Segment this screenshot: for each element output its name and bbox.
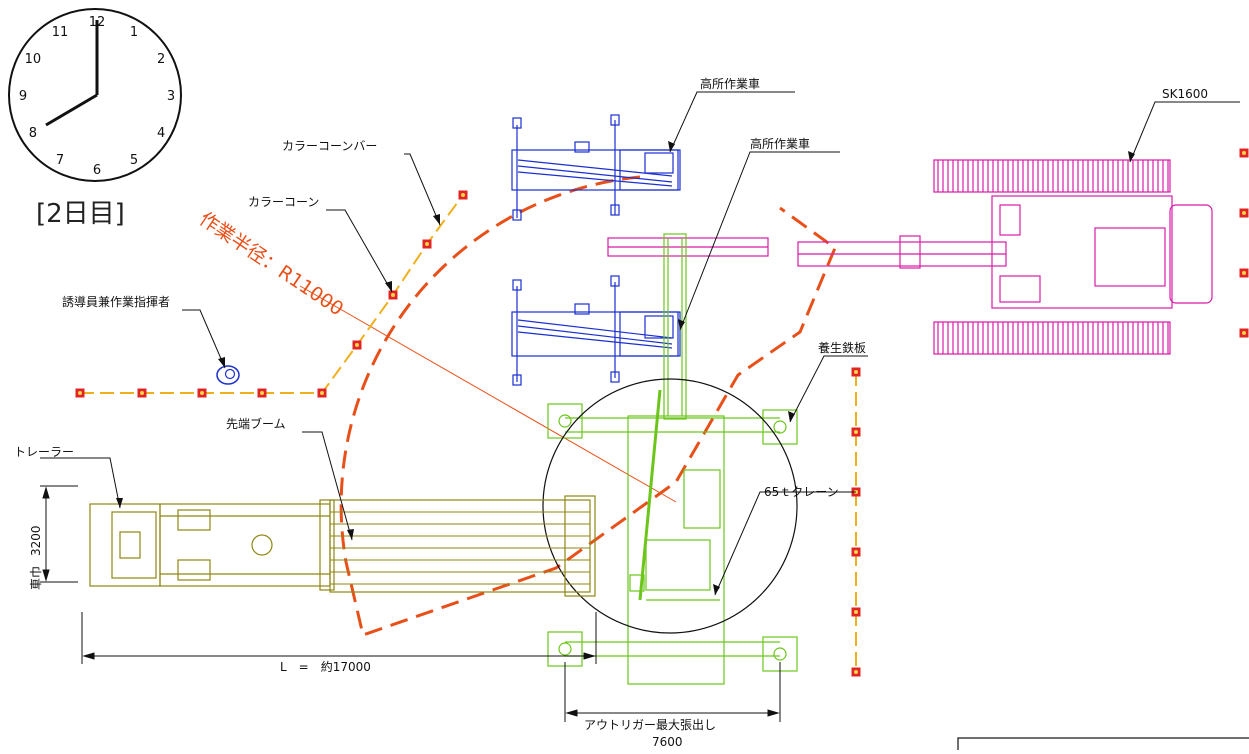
clock-number: 7 — [56, 153, 64, 168]
vehicle-width-dimension — [40, 485, 78, 583]
aerial-truck-2-label: 高所作業車 — [750, 136, 810, 151]
aerial-truck-1 — [511, 114, 681, 221]
aerial-truck-2 — [511, 275, 681, 386]
traffic-cone-icon — [851, 667, 861, 677]
traffic-cone-icon — [1239, 208, 1249, 218]
traffic-cone-icon — [317, 388, 327, 398]
traffic-cone-icon — [352, 340, 362, 350]
traffic-cone-icon — [1239, 328, 1249, 338]
day-label: [2日目] — [36, 199, 125, 229]
title-block-frame — [957, 737, 1249, 754]
clock-number: 1 — [130, 25, 138, 40]
traffic-cone-icon — [388, 290, 398, 300]
clock-number: 8 — [29, 126, 37, 141]
cone-bar-line — [80, 194, 464, 394]
clock-number: 5 — [130, 153, 138, 168]
tip-boom — [329, 495, 596, 597]
clock-numbers: 121234567891011 — [19, 15, 175, 178]
crane-swing-circle — [542, 378, 798, 634]
clock-number: 9 — [19, 89, 27, 104]
trailer-vehicle — [89, 499, 335, 591]
clock-number: 4 — [157, 126, 165, 141]
radius-arc — [339, 175, 837, 637]
cone-barrier-right — [851, 367, 861, 677]
leader-arrowheads — [116, 141, 1135, 595]
traffic-cone-icon — [422, 239, 432, 249]
vehicle-width-value: 3200 — [29, 525, 43, 556]
clock-number: 3 — [167, 89, 175, 104]
steel-plate-label: 養生鉄板 — [818, 340, 866, 355]
traffic-cone-icon — [851, 607, 861, 617]
clock-number: 6 — [93, 163, 101, 178]
color-cone-label: カラーコーン — [248, 195, 319, 209]
clock-number: 10 — [25, 52, 42, 67]
crane-65t — [547, 233, 798, 685]
clock-hour-hand — [45, 93, 98, 127]
aerial-truck-1-label: 高所作業車 — [700, 76, 760, 91]
cones-right — [851, 367, 861, 677]
cones-edge — [1239, 148, 1249, 338]
guide-person-icon — [216, 365, 240, 385]
traffic-cone-icon — [458, 190, 468, 200]
trailer-length-dimension — [81, 612, 597, 664]
trailer-label: トレーラー — [14, 445, 74, 459]
outrigger-dimension — [564, 662, 781, 722]
tip-boom-label: 先端ブーム — [226, 416, 286, 431]
guide-director-label: 誘導員兼作業指揮者 — [62, 294, 170, 309]
outrigger-value: 7600 — [652, 735, 683, 749]
traffic-cone-icon — [75, 388, 85, 398]
traffic-cone-icon — [257, 388, 267, 398]
color-cone-bar-label: カラーコーンバー — [282, 139, 377, 153]
traffic-cone-icon — [1239, 148, 1249, 158]
cone-barrier-left — [75, 190, 468, 398]
trailer-length-label: L = 約17000 — [280, 659, 371, 674]
traffic-cone-icon — [137, 388, 147, 398]
traffic-cone-icon — [851, 427, 861, 437]
vehicle-width-label: 車巾 — [29, 566, 43, 590]
cones-left — [75, 190, 468, 398]
clock-number: 11 — [52, 25, 69, 40]
leaders — [40, 91, 1240, 596]
radius-label: 作業半径：R11000 — [195, 208, 347, 321]
sk1600-machine — [607, 159, 1213, 355]
traffic-cone-icon — [851, 547, 861, 557]
traffic-cone-icon — [1239, 268, 1249, 278]
work-radius: 作業半径：R11000 — [195, 175, 837, 637]
radius-leader — [299, 285, 677, 503]
crane-label: 65ｔクレーン — [764, 485, 839, 499]
clock: 121234567891011 — [8, 8, 182, 182]
clock-number: 2 — [157, 52, 165, 67]
outrigger-label: アウトリガー最大張出し — [584, 718, 716, 732]
sk1600-label: SK1600 — [1162, 87, 1208, 101]
traffic-cone-icon — [197, 388, 207, 398]
traffic-cone-icon — [851, 367, 861, 377]
